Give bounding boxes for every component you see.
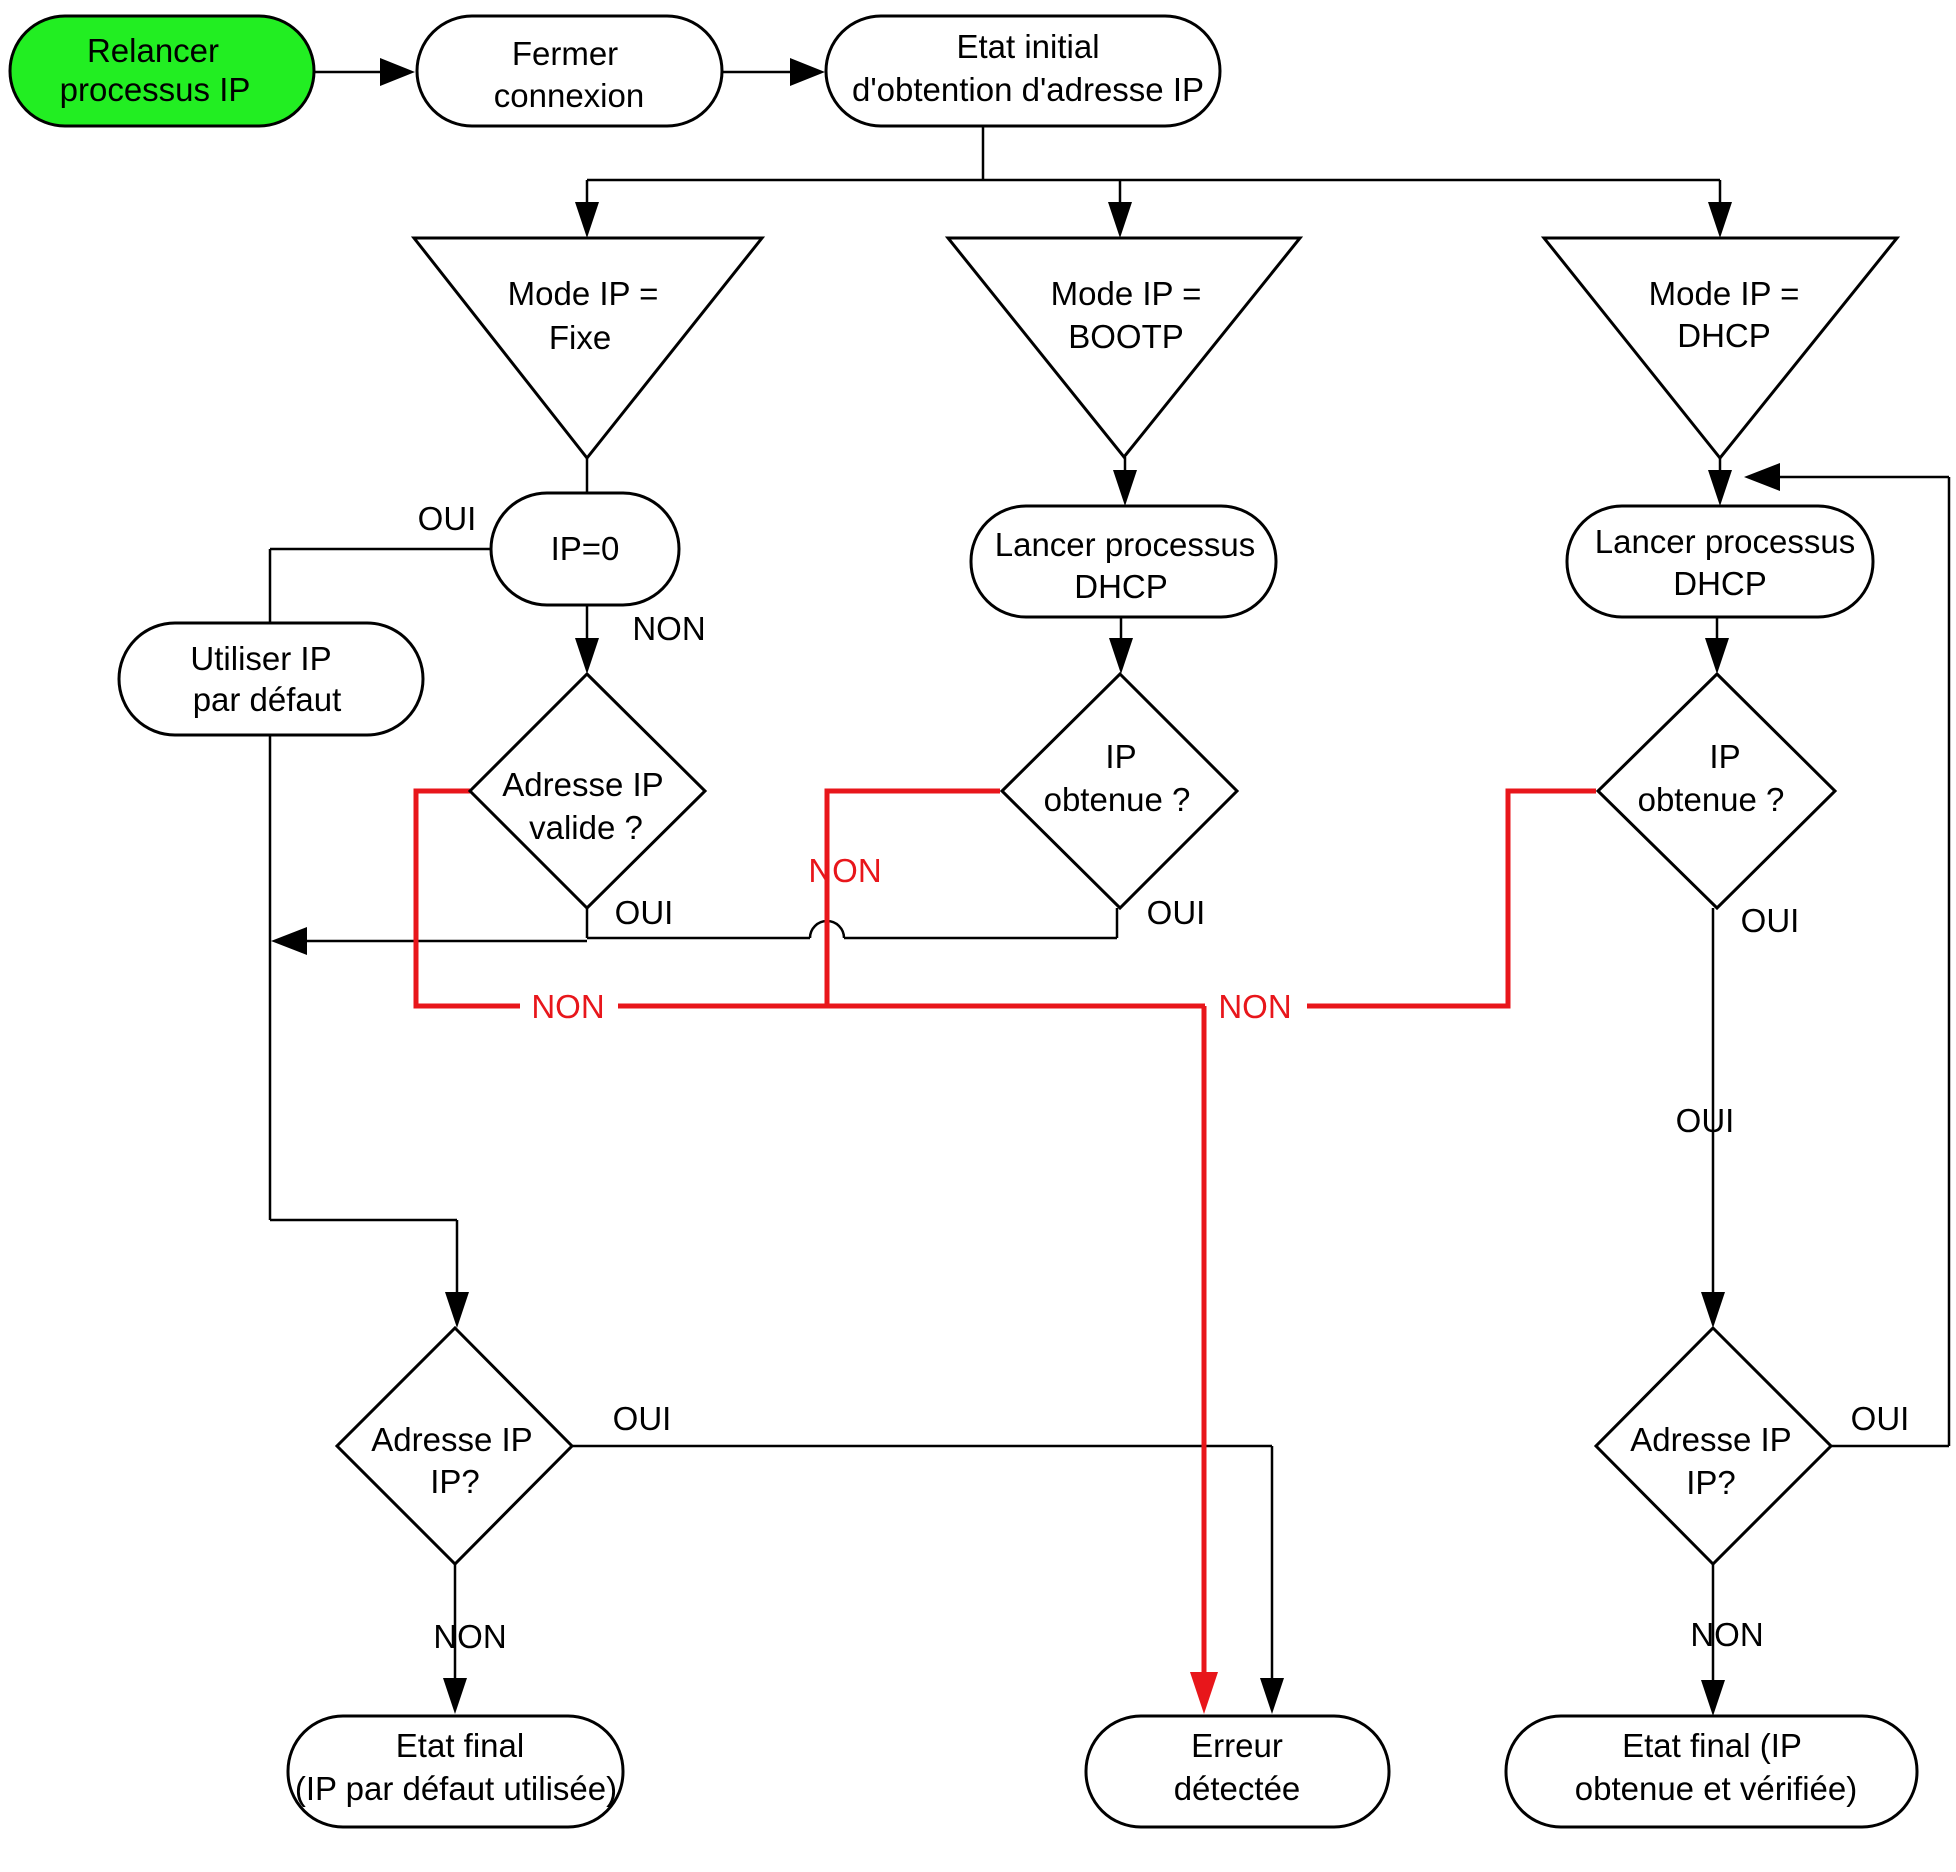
error-paths (413, 788, 1596, 1714)
node-ip-zero: IP=0 (489, 491, 681, 607)
label-oui-dhcp-b: OUI (1676, 1102, 1735, 1139)
node-mode-fixe: Mode IP =Fixe (410, 236, 766, 461)
edge-labels: OUI NON OUI OUI OUI OUI OUI OUI NON NON … (418, 500, 1910, 1655)
label-non-dup-left: NON (433, 1618, 506, 1655)
label-oui-ip0: OUI (418, 500, 477, 537)
node-mode-bootp: Mode IP =BOOTP (944, 236, 1304, 460)
svg-text:IP=0: IP=0 (551, 530, 620, 567)
label-non-red-left: NON (531, 988, 604, 1025)
node-final-default: Etat final(IP par défaut utilisée) (286, 1714, 625, 1829)
svg-text:Etat final(IP par défaut utili: Etat final(IP par défaut utilisée) (295, 1727, 617, 1807)
label-non-red-right: NON (1218, 988, 1291, 1025)
label-oui-dhcp-a: OUI (1741, 902, 1800, 939)
label-oui-dup-left: OUI (613, 1400, 672, 1437)
label-non-ip0: NON (632, 610, 705, 647)
node-mode-dhcp: Mode IP =DHCP (1540, 236, 1901, 461)
label-oui-valid: OUI (615, 894, 674, 931)
svg-text:Mode IP =DHCP: Mode IP =DHCP (1649, 275, 1800, 354)
label-non-red-bootp: NON (808, 852, 881, 889)
svg-text:Mode IP =Fixe: Mode IP =Fixe (508, 275, 659, 356)
svg-text:Mode IP =BOOTP: Mode IP =BOOTP (1051, 275, 1202, 355)
label-oui-bootp: OUI (1147, 894, 1206, 931)
label-non-dup-right: NON (1690, 1616, 1763, 1653)
label-oui-dup-right: OUI (1851, 1400, 1910, 1437)
connectors (268, 58, 1951, 1716)
